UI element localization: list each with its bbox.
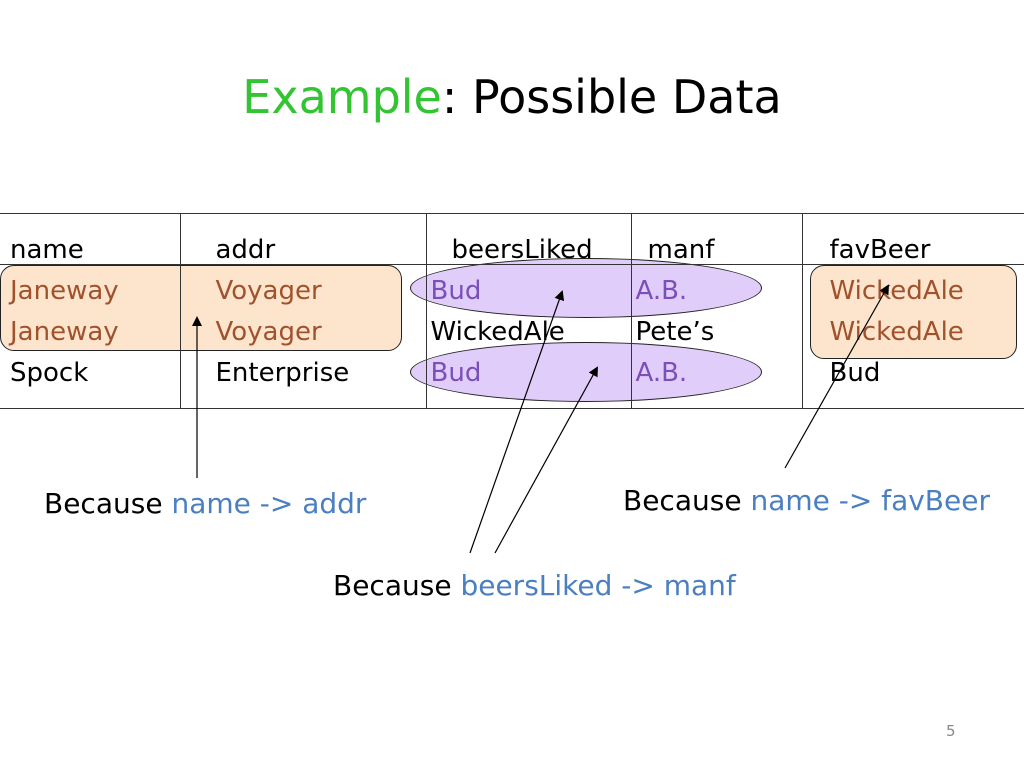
annotation-name-addr: Because name -> addr	[44, 487, 366, 521]
cell-r1-manf: A.B.	[635, 276, 688, 306]
fd-beers-manf: beersLiked -> manf	[460, 569, 736, 602]
header-manf: manf	[647, 235, 715, 265]
cell-r3-favbeer: Bud	[829, 358, 881, 388]
header-favbeer: favBeer	[829, 235, 931, 265]
annotation-prefix: Because	[623, 484, 751, 517]
title-accent: Example	[242, 70, 442, 124]
cell-r2-name: Janeway	[10, 317, 119, 347]
annotation-beers-manf: Because beersLiked -> manf	[333, 569, 736, 603]
cell-r2-addr: Voyager	[215, 317, 322, 347]
header-addr: addr	[215, 235, 276, 265]
slide-title: Example: Possible Data	[0, 62, 1024, 132]
cell-r2-manf: Pete’s	[635, 317, 715, 347]
fd-name-addr: name -> addr	[171, 487, 367, 520]
title-rest: : Possible Data	[441, 70, 782, 124]
cell-r3-beersliked: Bud	[430, 358, 482, 388]
cell-r1-favbeer: WickedAle	[829, 276, 964, 306]
cell-r1-name: Janeway	[10, 276, 119, 306]
cell-r3-addr: Enterprise	[215, 358, 350, 388]
cell-r2-favbeer: WickedAle	[829, 317, 964, 347]
data-table: name Janeway Janeway Spock addr Voyager …	[0, 213, 1024, 409]
cell-r2-beersliked: WickedAle	[430, 317, 565, 347]
arrow-beers-manf-1	[469, 290, 565, 554]
fd-name-favbeer: name -> favBeer	[750, 484, 990, 517]
header-beersliked: beersLiked	[451, 235, 593, 265]
annotation-prefix: Because	[44, 487, 172, 520]
arrow-name-favbeer	[784, 284, 889, 469]
page-number: 5	[946, 722, 956, 740]
arrow-beers-manf-2	[494, 366, 598, 554]
annotation-prefix: Because	[333, 569, 461, 602]
annotation-name-favbeer: Because name -> favBeer	[623, 484, 990, 518]
cell-r1-addr: Voyager	[215, 276, 322, 306]
cell-r3-name: Spock	[10, 358, 89, 388]
cell-r3-manf: A.B.	[635, 358, 688, 388]
header-name: name	[10, 235, 84, 265]
cell-r1-beersliked: Bud	[430, 276, 482, 306]
